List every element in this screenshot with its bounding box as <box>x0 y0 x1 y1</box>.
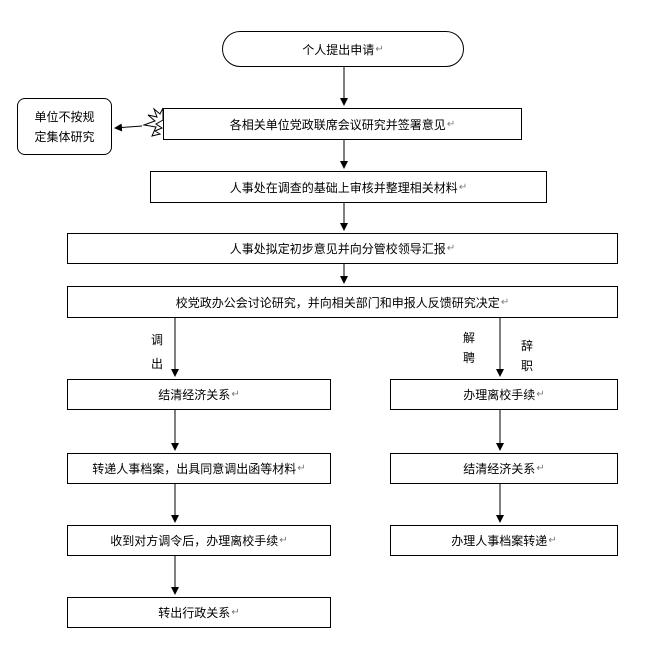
paragraph-mark-icon: ↵ <box>458 181 468 193</box>
left-step4-box: 转出行政关系↵ <box>67 597 331 628</box>
paragraph-mark-icon: ↵ <box>548 535 557 546</box>
step3-text: 人事处拟定初步意见并向分管校领导汇报 <box>229 242 446 256</box>
right-branch-label-b: 辞 职 <box>521 339 534 373</box>
paragraph-mark-icon: ↵ <box>375 43 384 55</box>
left-branch-label: 调 出 <box>151 333 164 371</box>
step4-text: 校党政办公会讨论研究，并向相关部门和申报人反馈研究决定 <box>175 295 500 310</box>
paragraph-mark-icon: ↵ <box>231 607 240 618</box>
right-step2-text: 结清经济关系 <box>463 462 536 476</box>
step2-text: 人事处在调查的基础上审核并整理相关材料 <box>229 180 458 195</box>
paragraph-mark-icon: ↵ <box>536 463 545 474</box>
paragraph-mark-icon: ↵ <box>446 118 456 130</box>
paragraph-mark-icon: ↵ <box>297 463 306 474</box>
left-step4-text: 转出行政关系 <box>158 606 231 620</box>
step4-box: 校党政办公会讨论研究，并向相关部门和申报人反馈研究决定↵ <box>67 286 618 318</box>
arrow-burst-to-note <box>114 123 143 132</box>
burst-icon <box>142 107 164 137</box>
step1-text: 各相关单位党政联席会议研究并签署意见 <box>229 117 446 132</box>
side-note-line1: 单位不按规 <box>34 109 95 124</box>
paragraph-mark-icon: ↵ <box>446 243 456 254</box>
paragraph-mark-icon: ↵ <box>279 535 288 546</box>
right-step1-box: 办理离校手续↵ <box>390 379 618 410</box>
side-note-box: 单位不按规 定集体研究 <box>17 98 112 155</box>
step3-box: 人事处拟定初步意见并向分管校领导汇报↵ <box>67 233 618 264</box>
paragraph-mark-icon: ↵ <box>536 389 545 400</box>
right-step3-box: 办理人事档案转递↵ <box>390 525 618 556</box>
paragraph-mark-icon: ↵ <box>500 296 510 308</box>
start-node: 个人提出申请↵ <box>222 31 464 67</box>
right-step1-text: 办理离校手续 <box>463 388 536 402</box>
step2-box: 人事处在调查的基础上审核并整理相关材料↵ <box>150 171 547 203</box>
start-text: 个人提出申请 <box>302 42 375 57</box>
paragraph-mark-icon: ↵ <box>231 389 240 400</box>
left-step2-text: 转递人事档案，出具同意调出函等材料 <box>92 462 297 476</box>
left-step2-box: 转递人事档案，出具同意调出函等材料↵ <box>67 453 331 484</box>
left-step1-box: 结清经济关系↵ <box>67 379 331 410</box>
side-note-line2: 定集体研究 <box>34 129 95 144</box>
left-step1-text: 结清经济关系 <box>158 388 231 402</box>
left-step3-box: 收到对方调令后，办理离校手续↵ <box>67 525 331 556</box>
step1-box: 各相关单位党政联席会议研究并签署意见↵ <box>163 108 522 140</box>
right-step3-text: 办理人事档案转递 <box>451 534 548 548</box>
left-step3-text: 收到对方调令后，办理离校手续 <box>110 534 279 548</box>
right-branch-label-a: 解 聘 <box>463 331 476 365</box>
right-step2-box: 结清经济关系↵ <box>390 453 618 484</box>
